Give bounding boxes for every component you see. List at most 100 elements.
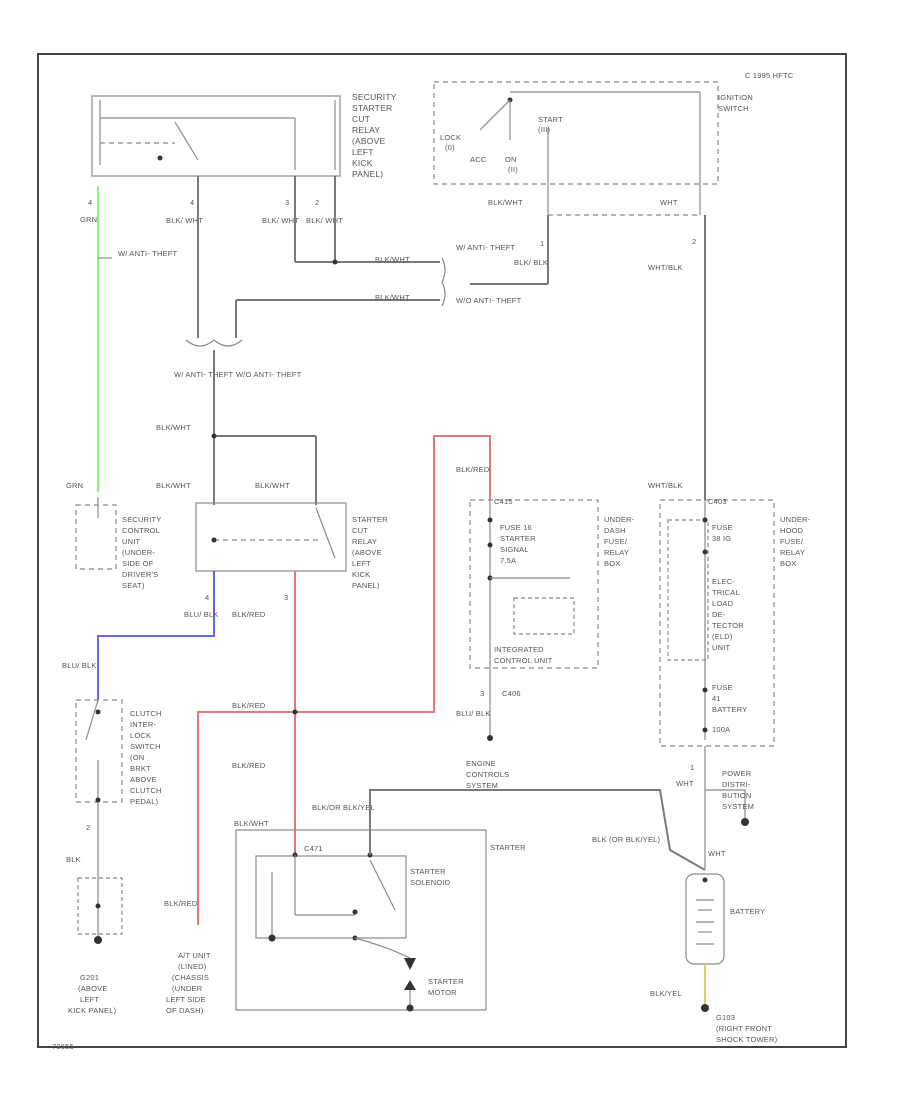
pin-label: 3 xyxy=(284,593,288,602)
svg-text:STARTER: STARTER xyxy=(352,103,392,113)
security-unit-label: SIDE OF xyxy=(122,559,154,568)
elec-load-label: (ELD) xyxy=(712,632,733,641)
w-anti-label: W/ ANTI- THEFT xyxy=(174,370,234,379)
wo-anti-label: W/O ANTI- THEFT xyxy=(456,296,522,305)
security-unit-label: CONTROL xyxy=(122,526,160,535)
wire-label-blk-wht: BLK/WHT xyxy=(375,293,410,302)
under-dash-label: UNDER- xyxy=(604,515,635,524)
pin-label: 1 xyxy=(540,239,544,248)
pin-label: 4 xyxy=(88,198,92,207)
starter-assembly xyxy=(235,829,487,1012)
starter-cut-relay-label: PANEL) xyxy=(352,581,380,590)
wire-label-blk: BLK xyxy=(66,855,81,864)
starter-cut-relay-label: CUT xyxy=(352,526,368,535)
clutch-switch-label: SWITCH xyxy=(130,742,161,751)
svg-text:RELAY: RELAY xyxy=(352,125,380,135)
w-anti-label: W/ ANTI- THEFT xyxy=(456,243,516,252)
starter-motor-label: MOTOR xyxy=(428,988,457,997)
solenoid-label: STARTER xyxy=(410,867,446,876)
fuse16-label: STARTER xyxy=(500,534,536,543)
g103-label: G103 xyxy=(716,1013,735,1022)
security-unit-label: (UNDER- xyxy=(122,548,155,557)
security-unit-label: SEAT) xyxy=(122,581,145,590)
under-hood-label: FUSE/ xyxy=(780,537,804,546)
at-unit-label: OF DASH) xyxy=(166,1006,204,1015)
starter-cut-relay xyxy=(195,502,347,572)
under-dash-label: BOX xyxy=(604,559,620,568)
security-unit-label: SECURITY xyxy=(122,515,162,524)
connector-label: C415 xyxy=(494,497,513,506)
engine-controls-label: ENGINE xyxy=(466,759,496,768)
pin-label: 4 xyxy=(190,198,194,207)
clutch-switch-label: (ON xyxy=(130,753,144,762)
pin-label: 4 xyxy=(205,593,209,602)
under-hood-fuse-box xyxy=(659,499,775,747)
wire-label-blk-wht: BLK/WHT xyxy=(375,255,410,264)
under-dash-label: DASH xyxy=(604,526,626,535)
battery xyxy=(685,873,725,965)
elec-load-label: ELEC- xyxy=(712,577,735,586)
connector-label: C403 xyxy=(708,497,727,506)
wire-label-wht: WHT xyxy=(708,849,726,858)
g201-label: (ABOVE xyxy=(78,984,108,993)
pin-label: 1 xyxy=(690,763,694,772)
starter-motor-label: STARTER xyxy=(428,977,464,986)
ignition-switch xyxy=(433,81,719,215)
integrated-unit-label: CONTROL UNIT xyxy=(494,656,553,665)
wire-label: BLK/ WHT xyxy=(306,216,343,225)
svg-text:(ABOVE: (ABOVE xyxy=(352,136,385,146)
footer-code: 73655 xyxy=(52,1042,74,1051)
at-unit-label: (UNDER xyxy=(172,984,203,993)
under-hood-label: UNDER- xyxy=(780,515,811,524)
fuse16-label: FUSE 16 xyxy=(500,523,532,532)
wo-anti-label: W/O ANTI- THEFT xyxy=(236,370,302,379)
integrated-unit-label: INTEGRATED xyxy=(494,645,544,654)
pin-label: 2 xyxy=(692,237,696,246)
power-dist-label: POWER xyxy=(722,769,752,778)
wire-label-blk-wht: BLK/WHT xyxy=(156,481,191,490)
ign-start: START xyxy=(538,115,563,124)
wire-label: BLK/ WHT xyxy=(262,216,299,225)
wire-red xyxy=(295,435,491,713)
wire-label: BLK/RED xyxy=(232,761,266,770)
solenoid-label: SOLENOID xyxy=(410,878,451,887)
fuse41-amp: 100A xyxy=(712,725,730,734)
g201-label: LEFT xyxy=(80,995,99,1004)
wire-label-blk-wht: BLK/WHT xyxy=(488,198,523,207)
at-unit-label: A/T UNIT xyxy=(178,951,211,960)
ign-lock: LOCK xyxy=(440,133,461,142)
copyright-label: C 1995 HFTC xyxy=(745,71,794,80)
under-dash-label: RELAY xyxy=(604,548,629,557)
under-dash-label: FUSE/ xyxy=(604,537,628,546)
security-unit-label: UNIT xyxy=(122,537,141,546)
fuse16-label: 7.5A xyxy=(500,556,516,565)
clutch-switch-label: BRKT xyxy=(130,764,151,773)
diagram-frame xyxy=(37,53,847,1048)
wire-label-blk-wht: BLK/WHT xyxy=(234,819,269,828)
wire-label: BLK/ BLK xyxy=(514,258,548,267)
g103-label: (RIGHT FRONT xyxy=(716,1024,772,1033)
under-dash-fuse-box xyxy=(469,499,599,741)
starter-label: STARTER xyxy=(490,843,526,852)
g103-label: SHOCK TOWER) xyxy=(716,1035,778,1044)
elec-load-label: LOAD xyxy=(712,599,734,608)
ignition-switch-label: IGNITION xyxy=(718,93,753,102)
ground-g201 xyxy=(77,877,123,944)
wire-label-blk-yel: BLK/YEL xyxy=(650,989,682,998)
ign-acc: ACC xyxy=(470,155,487,164)
battery-label: BATTERY xyxy=(730,907,765,916)
power-dist-label: SYSTEM xyxy=(722,802,754,811)
ign-on-num: (II) xyxy=(508,165,518,174)
svg-text:CUT: CUT xyxy=(352,114,370,124)
engine-controls-label: SYSTEM xyxy=(466,781,498,790)
clutch-switch-label: LOCK xyxy=(130,731,151,740)
ign-iii: (III) xyxy=(538,125,551,134)
security-starter-cut-relay xyxy=(91,95,341,177)
at-unit-label: LEFT SIDE xyxy=(166,995,206,1004)
wire-label: BLK/RED xyxy=(232,610,266,619)
g201-label: KICK PANEL) xyxy=(68,1006,117,1015)
g201-label: G201 xyxy=(80,973,99,982)
wire-label: BLU/ BLK xyxy=(62,661,97,670)
svg-text:KICK: KICK xyxy=(352,158,373,168)
power-dist-label: DISTRI- xyxy=(722,780,751,789)
